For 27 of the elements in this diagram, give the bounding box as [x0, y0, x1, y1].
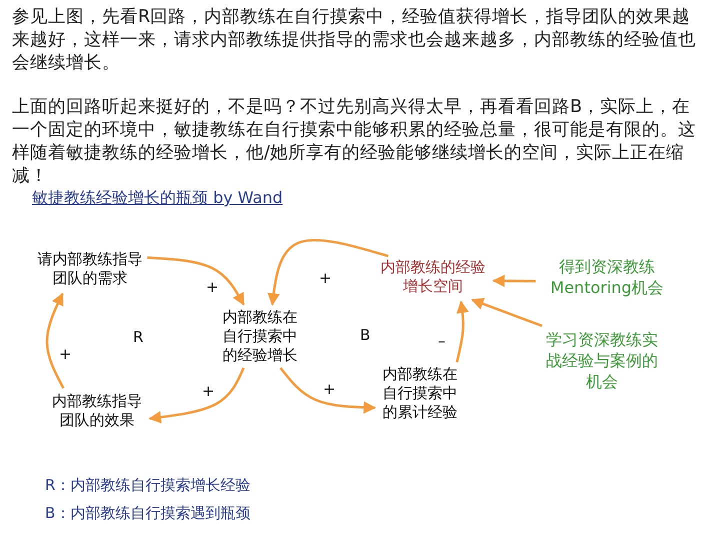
paragraph: 上面的回路听起来挺好的，不是吗？不过先别高兴得太早，再看看回路B，实际上，在一个固定的环境中，敏捷教练在自行摸索中能够积累的经验总量，很可能是有限的。这样随着敏捷教练的经验增长，他/她所享有的经验能够继续增长的空间，实际上正在缩减！ — [12, 96, 697, 188]
paragraph: 参见上图，先看R回路，内部教练在自行摸索中，经验值获得增长，指导团队的效果越来越好，这样一来，请求内部教练提供指导的需求也会越来越多，内部教练的经验值也会继续增长。 — [12, 6, 697, 75]
edge-label: + — [58, 347, 73, 362]
arrow — [456, 300, 469, 362]
node-label: 得到资深教练Mentoring机会 — [549, 256, 665, 298]
node-label: 学习资深教练实战经验与案例的机会 — [545, 329, 659, 392]
loop-marker: R — [133, 328, 144, 346]
edge-label: + — [201, 384, 216, 399]
node-label: 内部教练的经验增长空间 — [380, 258, 486, 296]
legend-note: R：内部教练自行摸索增长经验 — [45, 476, 250, 494]
arrow — [280, 367, 376, 414]
arrow — [147, 256, 245, 306]
edge-label: + — [318, 271, 333, 286]
node-label: 内部教练在自行摸索中的经验增长 — [222, 308, 298, 365]
loop-marker: B — [360, 326, 370, 344]
edge-label: + — [205, 280, 220, 295]
arrow — [471, 298, 542, 328]
node-label: 请内部教练指导团队的需求 — [36, 250, 144, 288]
node-label: 内部教练在自行摸索中的累计经验 — [382, 365, 458, 422]
legend-note: B：内部教练自行摸索遇到瓶颈 — [45, 504, 250, 522]
diagram-title: 敏捷教练经验增长的瓶颈 by Wand — [32, 188, 283, 209]
arrow — [267, 238, 389, 306]
arrow — [46, 292, 64, 389]
edge-label: + — [322, 382, 337, 397]
node-label: 内部教练指导团队的效果 — [51, 392, 143, 430]
arrow — [148, 367, 245, 424]
arrow — [492, 274, 536, 288]
